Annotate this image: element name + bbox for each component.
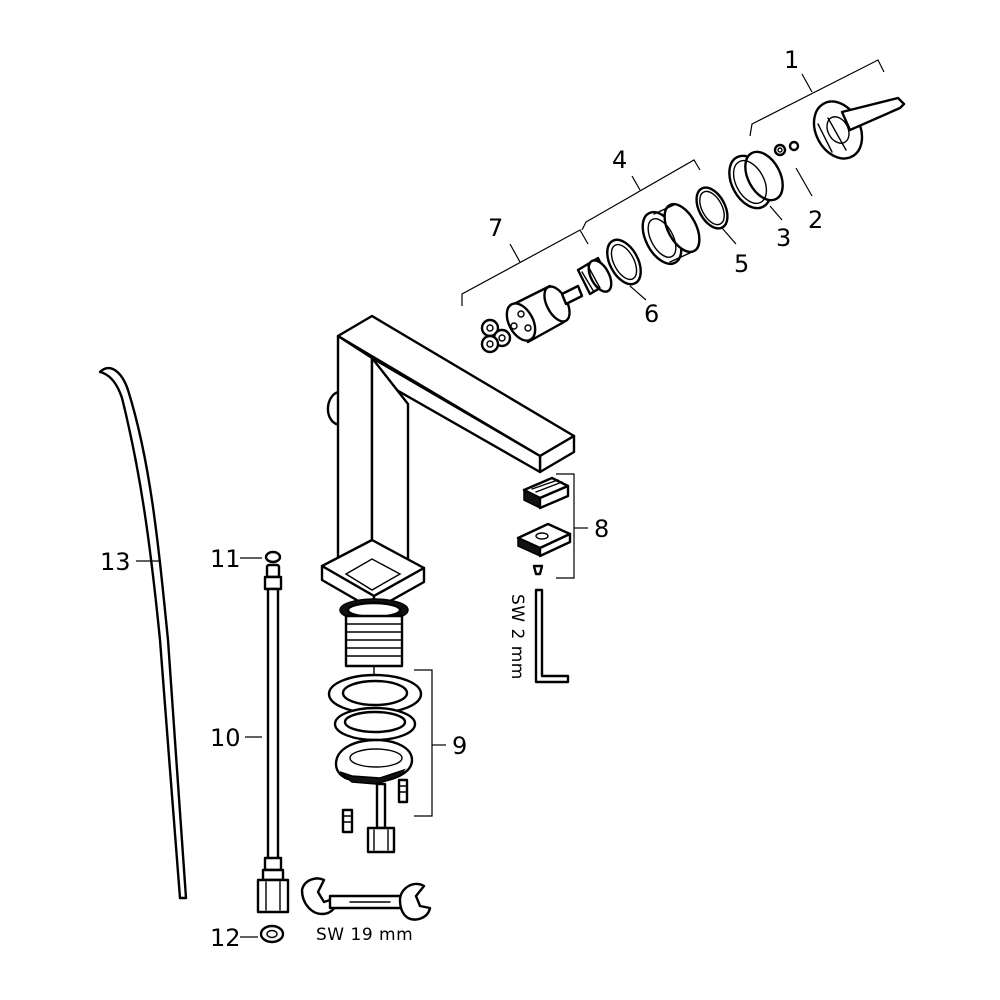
part-11-o-ring (264, 550, 282, 564)
label-8: 8 (556, 473, 609, 579)
threaded-shank (339, 598, 409, 691)
label-7: 7 (461, 214, 589, 306)
part-5-o-ring (695, 186, 729, 230)
threaded-adapter (641, 202, 701, 266)
svg-text:9: 9 (452, 732, 467, 760)
svg-text:5: 5 (734, 250, 749, 278)
faucet-body (320, 314, 576, 612)
svg-text:11: 11 (210, 545, 241, 573)
part-12-washer (259, 924, 285, 944)
part-9-mounting-set (327, 673, 423, 854)
wrench-size-label: SW 19 mm (316, 925, 413, 945)
label-3: 3 (769, 205, 791, 252)
hex-key-size-label: SW 2 mm (507, 594, 527, 680)
part-7-cartridge (480, 284, 584, 354)
svg-text:13: 13 (100, 548, 131, 576)
label-12: 12 (210, 924, 258, 952)
svg-text:10: 10 (210, 724, 241, 752)
label-4: 4 (581, 146, 701, 231)
part-6-o-ring (606, 238, 642, 286)
part-3-sleeve (728, 150, 784, 210)
label-2: 2 (795, 167, 823, 234)
part-2-screw (773, 140, 800, 157)
cartridge-nut (576, 256, 613, 296)
svg-text:4: 4 (612, 146, 627, 174)
svg-text:1: 1 (784, 46, 799, 74)
label-1: 1 (749, 46, 885, 137)
part-1-handle (812, 96, 906, 160)
svg-text:6: 6 (644, 300, 659, 328)
label-13: 13 (100, 548, 160, 576)
label-10: 10 (210, 724, 262, 752)
svg-text:8: 8 (594, 515, 609, 543)
svg-text:7: 7 (488, 214, 503, 242)
label-5: 5 (721, 227, 749, 278)
svg-text:12: 12 (210, 924, 241, 952)
part-10-hose (256, 563, 290, 914)
part-8-aerator-set (516, 476, 572, 576)
svg-text:2: 2 (808, 206, 823, 234)
label-9: 9 (414, 669, 467, 817)
label-6: 6 (629, 285, 659, 328)
label-11: 11 (210, 545, 262, 573)
part-13-rod (98, 366, 188, 900)
svg-text:3: 3 (776, 224, 791, 252)
wrench-icon (300, 877, 432, 921)
hex-key-icon (534, 588, 570, 684)
